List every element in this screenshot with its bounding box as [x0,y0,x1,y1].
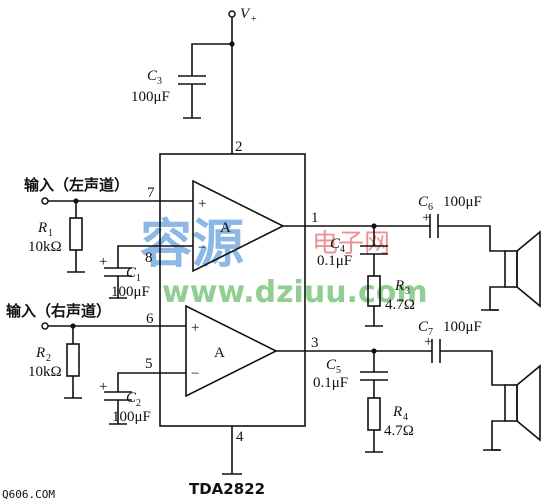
c7-plus: + [424,334,432,350]
c5-letter: C [326,357,337,373]
chip-name: TDA2822 [189,480,265,498]
r2-body [66,343,80,377]
corner-text: Q606.COM [2,488,55,501]
pin-7: 7 [147,185,155,201]
r3-value: 4.7Ω [385,297,415,313]
c2-sub: 2 [136,398,141,409]
speaker-bottom-magnet [504,384,518,422]
r3-letter: R [394,278,404,294]
c1-value: 100μF [111,284,150,300]
c5-sub: 5 [336,365,341,376]
supply-subscript: + [251,14,257,25]
spk2-wire-bottom [491,420,505,451]
c7-letter: C [418,319,429,335]
amp-bottom-minus: − [191,366,199,382]
c2-value: 100μF [112,409,151,425]
amp-top [192,179,285,273]
speaker-bottom-cone [516,364,541,442]
r4-letter: R [392,404,402,420]
c1-plus: + [99,254,107,270]
c4-value: 0.1μF [317,253,352,269]
pin-5: 5 [145,356,153,372]
c3-letter: C [147,68,158,84]
r2-letter: R [35,345,45,361]
pin8-wire [117,245,193,268]
amp-top-label: A [220,220,231,236]
amp-bottom-plus: + [191,320,199,336]
c1-sub: 1 [136,273,141,284]
input-left-label: 输入（左声道） [24,176,129,194]
amp-top-minus: − [198,240,206,256]
supply-terminal [228,10,236,18]
watermark-url: www.dziuu.com [162,275,428,310]
c7-value: 100μF [443,319,482,335]
input-right-terminal[interactable] [41,322,49,330]
r1-value: 10kΩ [28,239,62,255]
amp-bottom [185,304,278,398]
r1-sub: 1 [48,228,53,239]
c6-sub: 6 [428,202,433,213]
pin-8: 8 [145,250,153,266]
pin-1: 1 [311,210,319,226]
c6-letter: C [418,194,429,210]
r4-value: 4.7Ω [384,423,414,439]
input-left-terminal[interactable] [41,197,49,205]
spk1-wire-top [438,225,505,252]
r2-sub: 2 [46,353,51,364]
r4-sub: 4 [403,412,408,423]
pin5-wire [117,372,186,392]
input-right-label: 输入（右声道） [6,302,111,320]
r1-body [69,217,83,251]
r1-letter: R [37,220,47,236]
pin-3: 3 [311,335,319,351]
pin-2: 2 [235,139,243,155]
c4-letter: C [330,236,341,252]
supply-label: V [240,6,251,22]
c6-value: 100μF [443,194,482,210]
c7-sub: 7 [428,327,433,338]
r4-body [367,397,381,431]
c5-value: 0.1μF [313,375,348,391]
c3-value: 100μF [131,89,170,105]
watermark-big: 容源 [140,215,244,275]
c2-plus: + [99,379,107,395]
speaker-top-cone [516,230,541,308]
c3-sub: 3 [157,76,162,87]
spk1-wire-bottom [489,286,505,311]
pin-4: 4 [236,429,244,445]
speaker-top-magnet [504,250,518,288]
amp-top-plus: + [198,196,206,212]
r2-value: 10kΩ [28,364,62,380]
c3-top-wire [191,43,232,76]
c2-letter: C [126,390,137,406]
r3-sub: 3 [405,286,410,297]
spk2-wire-top [440,350,505,386]
c4-sub: 4 [340,244,345,255]
pin-6: 6 [146,311,154,327]
c1-letter: C [126,265,137,281]
c6-plus: + [422,210,430,226]
amp-bottom-label: A [214,345,225,361]
